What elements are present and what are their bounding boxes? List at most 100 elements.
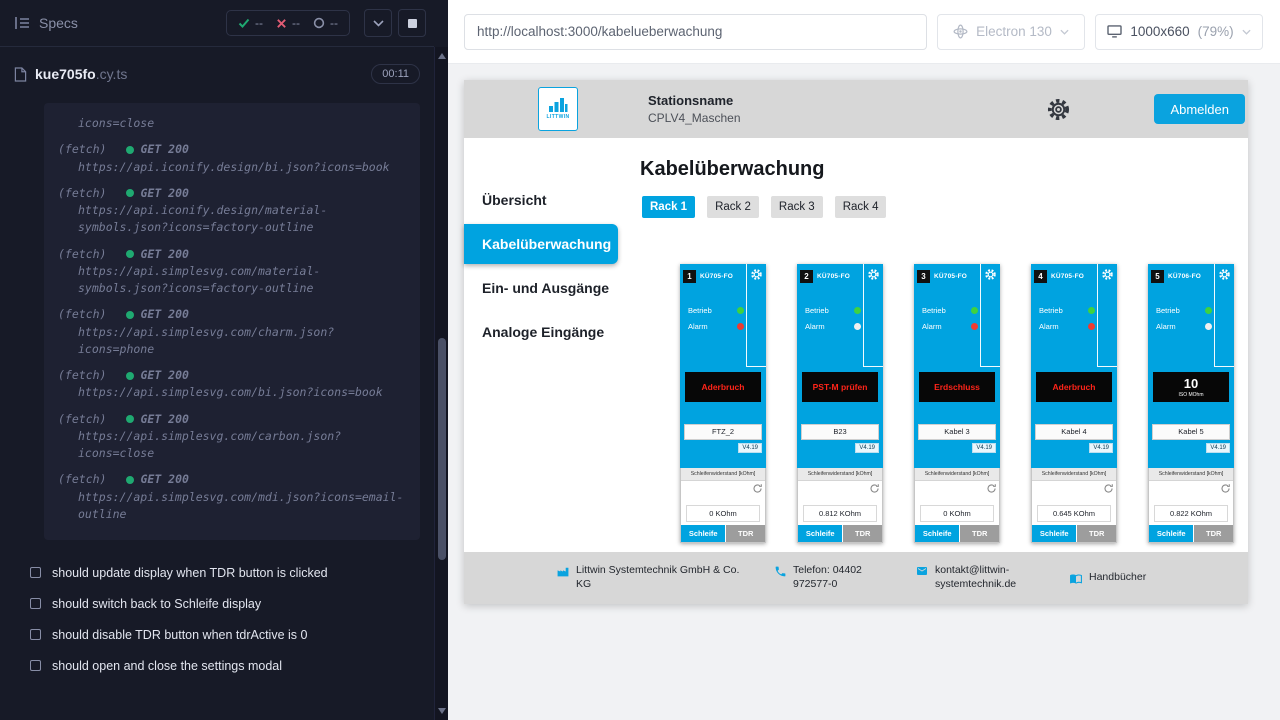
card-settings-gear-icon[interactable] [985, 269, 996, 366]
viewport-size: 1000x660 [1130, 24, 1190, 39]
betrieb-label: Betrieb [1156, 305, 1180, 315]
log-entry[interactable]: (fetch) GET 200 https://api.simplesvg.co… [58, 306, 406, 358]
resistance-value-area: 0.812 KOhm [798, 481, 882, 525]
card-bottom: Schleifenwiderstand [kOhm] 0 KOhm Schl [914, 468, 1000, 543]
app-body: Übersicht Kabelüberwachung Ein- und Ausg… [464, 138, 1248, 552]
refresh-icon[interactable] [752, 483, 763, 494]
collapse-button[interactable] [364, 9, 392, 37]
reporter-scrollbar[interactable] [434, 47, 448, 720]
rack-tab[interactable]: Rack 2 [707, 196, 759, 218]
test-item[interactable]: should switch back to Schleife display [0, 589, 434, 620]
test-item[interactable]: should disable TDR button when tdrActive… [0, 620, 434, 651]
log-fetch-label: (fetch) [58, 368, 107, 382]
cable-name: B23 [801, 424, 879, 440]
success-dot-icon [126, 475, 135, 484]
stat-pending: -- [313, 16, 338, 30]
alarm-row: Alarm [680, 318, 766, 334]
scroll-down-icon[interactable] [438, 708, 446, 714]
email-icon [915, 565, 929, 577]
version-row: V4.19 [684, 443, 762, 453]
refresh-icon[interactable] [1220, 483, 1231, 494]
alarm-row: Alarm [1148, 318, 1234, 334]
tdr-button[interactable]: TDR [960, 525, 999, 542]
refresh-icon[interactable] [869, 483, 880, 494]
log-entry[interactable]: (fetch) GET 200 https://api.simplesvg.co… [58, 246, 406, 298]
refresh-icon[interactable] [986, 483, 997, 494]
refresh-icon[interactable] [1103, 483, 1114, 494]
nav-item[interactable]: Übersicht [464, 180, 636, 220]
test-item[interactable]: should update display when TDR button is… [0, 558, 434, 589]
log-status: GET 200 [126, 246, 189, 263]
log-url-continuation: icons=close [78, 116, 155, 130]
rack-tab[interactable]: Rack 1 [642, 196, 696, 218]
device-cards: 1 KÜ705-FO [638, 264, 1248, 543]
status-main-text: Aderbruch [701, 382, 745, 392]
status-display: 10 ISO MOhm [1153, 372, 1229, 402]
card-settings-gear-icon[interactable] [751, 269, 762, 366]
led-rows: Betrieb Alarm [1031, 302, 1117, 334]
log-entry[interactable]: icons=close [58, 115, 406, 132]
settings-gear-icon[interactable] [1047, 98, 1070, 121]
device-card: 5 KÜ706-FO [1148, 264, 1234, 543]
tdr-button[interactable]: TDR [1077, 525, 1116, 542]
schleife-button[interactable]: Schleife [798, 525, 843, 542]
card-head: 5 KÜ706-FO [1148, 264, 1234, 284]
tdr-button[interactable]: TDR [726, 525, 765, 542]
card-number-badge: 5 [1151, 269, 1164, 283]
browser-pane: http://localhost:3000/kabelueberwachung … [448, 0, 1280, 720]
betrieb-label: Betrieb [1039, 305, 1063, 315]
log-entry[interactable]: (fetch) GET 200 https://api.simplesvg.co… [58, 411, 406, 463]
factory-icon [556, 565, 570, 578]
rack-tab[interactable]: Rack 3 [770, 196, 823, 218]
betrieb-led [1205, 306, 1212, 314]
test-item[interactable]: should open and close the settings modal [0, 651, 434, 682]
log-entry[interactable]: (fetch) GET 200 https://api.iconify.desi… [58, 185, 406, 237]
card-settings-gear-icon[interactable] [868, 269, 879, 366]
success-dot-icon [126, 310, 135, 319]
log-entry[interactable]: (fetch) GET 200 https://api.simplesvg.co… [58, 367, 406, 402]
version-row: V4.19 [1035, 443, 1113, 453]
card-side-panel [746, 264, 766, 367]
log-entry[interactable]: (fetch) GET 200 https://api.simplesvg.co… [58, 471, 406, 523]
schleife-button[interactable]: Schleife [1032, 525, 1077, 542]
alarm-led [737, 322, 744, 330]
url-bar[interactable]: http://localhost:3000/kabelueberwachung [464, 13, 927, 50]
log-url: https://api.simplesvg.com/carbon.json?ic… [78, 428, 342, 460]
card-side-panel [1097, 264, 1117, 367]
browser-selector[interactable]: Electron 130 [937, 13, 1085, 50]
card-head: 2 KÜ705-FO [797, 264, 883, 284]
tdr-button[interactable]: TDR [843, 525, 882, 542]
betrieb-led [737, 306, 744, 314]
rack-tab[interactable]: Rack 4 [834, 196, 887, 218]
nav-item[interactable]: Analoge Eingänge [464, 312, 636, 352]
card-top: 5 KÜ706-FO [1148, 264, 1234, 468]
schleife-button[interactable]: Schleife [915, 525, 960, 542]
resistance-value: 0.822 KOhm [1154, 505, 1228, 522]
tdr-button[interactable]: TDR [1194, 525, 1233, 542]
logout-button[interactable]: Abmelden [1154, 94, 1245, 124]
scrollbar-thumb[interactable] [438, 338, 446, 560]
schleife-button[interactable]: Schleife [681, 525, 726, 542]
viewport-size-selector[interactable]: 1000x660 (79%) [1095, 13, 1263, 50]
resistance-section-label: Schleifenwiderstand [kOhm] [1149, 468, 1233, 481]
stop-button[interactable] [398, 9, 426, 37]
card-settings-gear-icon[interactable] [1102, 269, 1113, 366]
nav-item-label: Kabelüberwachung [482, 236, 612, 252]
betrieb-label: Betrieb [922, 305, 946, 315]
nav-item[interactable]: Ein- und Ausgänge [464, 268, 636, 308]
scroll-up-icon[interactable] [438, 53, 446, 59]
betrieb-row: Betrieb [797, 302, 883, 318]
footer-manuals[interactable]: Handbücher [1069, 571, 1146, 585]
nav-item[interactable]: Kabelüberwachung [464, 224, 618, 264]
log-entry[interactable]: (fetch) GET 200 https://api.iconify.desi… [58, 141, 406, 176]
betrieb-label: Betrieb [805, 305, 829, 315]
mode-buttons: Schleife TDR [915, 525, 999, 542]
specs-label: Specs [39, 15, 78, 31]
littwin-logo: LITTWIN [538, 87, 578, 131]
specs-menu-icon[interactable] [14, 16, 30, 30]
footer-email-text: kontakt@littwin-systemtechnik.de [935, 564, 1017, 590]
card-head: 3 KÜ705-FO [914, 264, 1000, 284]
betrieb-row: Betrieb [1031, 302, 1117, 318]
card-settings-gear-icon[interactable] [1219, 269, 1230, 366]
schleife-button[interactable]: Schleife [1149, 525, 1194, 542]
